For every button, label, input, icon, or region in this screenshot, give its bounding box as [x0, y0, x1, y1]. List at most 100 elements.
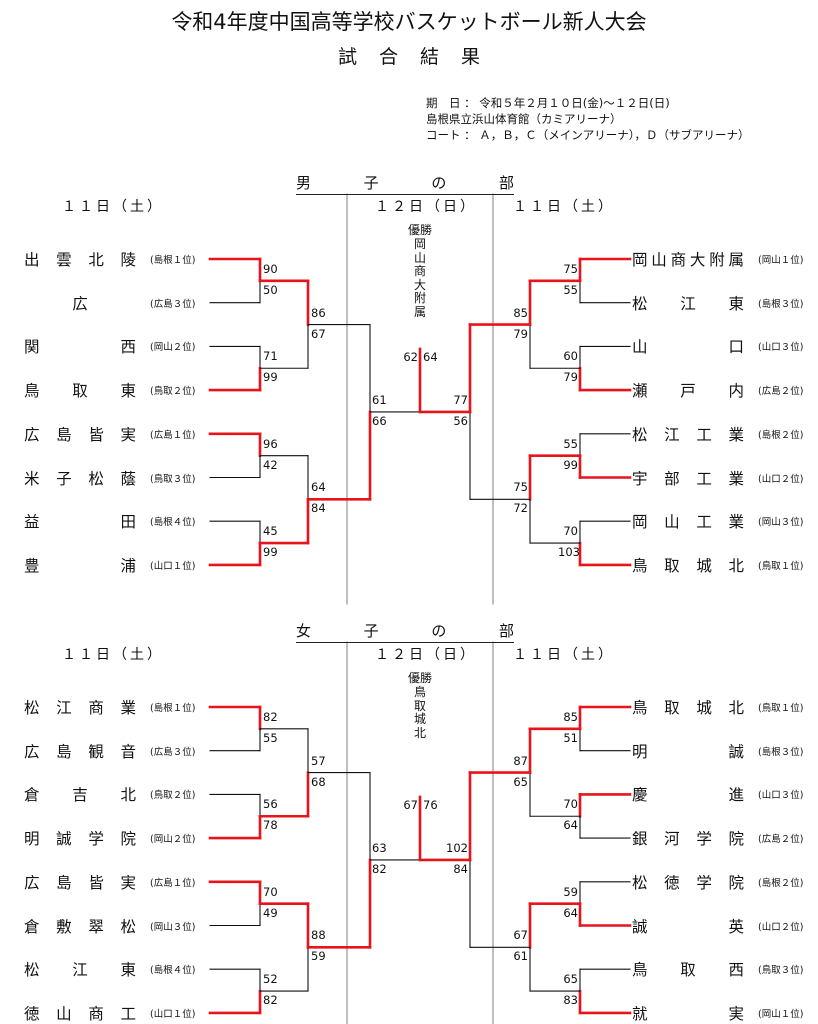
event-info: 期 日 ： 令和５年２月１０日(金)～１２日(日) 島根県立浜山体育館（カミアリ…: [426, 95, 750, 143]
team-name-char: 松: [632, 294, 648, 313]
score: 55: [263, 730, 278, 745]
event-courts: コート ： Ａ，Ｂ，Ｃ（メインアリーナ），Ｄ（サブアリーナ）: [426, 128, 750, 142]
team-name-char: 翠: [88, 917, 104, 936]
section-char: 女: [296, 622, 312, 640]
team-name-char: 江: [664, 425, 680, 444]
team-prefecture: (島根１位): [150, 255, 196, 266]
team-name-char: 河: [664, 830, 680, 849]
team-name-char: 学: [696, 830, 712, 849]
score: 75: [563, 261, 578, 276]
team-name: 鳥取城北: [632, 696, 744, 718]
team-name: 松江東: [24, 958, 136, 980]
team-name-char: 学: [88, 830, 104, 849]
women-team-left: 松江東: [24, 958, 136, 980]
score: 75: [513, 480, 528, 495]
score: 99: [563, 457, 578, 472]
team-name-char: 島: [56, 425, 72, 444]
section-char: の: [431, 622, 447, 640]
score: 64: [311, 480, 326, 495]
men-day-label: １２日（日）: [375, 199, 477, 215]
team-name-char: 明: [632, 742, 648, 761]
women-day-label: １１日（土）: [513, 647, 615, 663]
team-name-char: 業: [728, 469, 744, 488]
score: 84: [311, 501, 326, 516]
team-name-char: 倉: [24, 786, 40, 805]
team-name-char: 徳: [24, 1004, 40, 1023]
team-name-char: 江: [680, 294, 696, 313]
men-team-right: 瀬戸内: [632, 379, 744, 401]
score: 52: [263, 972, 278, 987]
team-prefecture: (鳥取１位): [758, 703, 804, 714]
score: 67: [513, 928, 528, 943]
team-name-char: 属: [728, 251, 744, 269]
team-name: 鳥取城北: [632, 554, 744, 576]
team-name: 明誠学院: [24, 827, 136, 849]
team-name-char: 江: [72, 961, 88, 980]
team-name-char: 鳥: [632, 556, 648, 575]
team-name: 徳山商工: [24, 1002, 136, 1024]
score: 96: [263, 436, 278, 451]
team-prefecture: (広島１位): [150, 429, 196, 441]
team-name-char: 部: [664, 469, 680, 488]
team-name: 松江東: [632, 292, 744, 314]
score: 64: [423, 349, 438, 364]
team-name-char: 内: [728, 382, 744, 401]
team-prefecture: (広島２位): [758, 386, 804, 398]
team-name-char: 取: [72, 382, 88, 401]
team-prefecture: (岡山２位): [150, 342, 196, 354]
women-team-right: 慶進: [632, 783, 744, 805]
team-prefecture: (鳥取２位): [150, 790, 196, 802]
men-team-left: 益田: [24, 510, 136, 532]
score: 82: [372, 861, 387, 876]
team-name-char: 商: [88, 699, 104, 717]
team-name-char: 陵: [120, 251, 136, 269]
score: 59: [563, 884, 578, 899]
team-name-char: 岡: [632, 251, 648, 269]
score: 78: [263, 818, 278, 833]
team-name-char: 院: [120, 830, 136, 849]
score: 102: [446, 840, 468, 855]
team-name-char: 誠: [56, 830, 72, 849]
team-name: 松江商業: [24, 696, 136, 718]
men-team-right: 宇部工業: [632, 467, 744, 489]
score: 49: [263, 905, 278, 920]
women-team-right: 松徳学院: [632, 871, 744, 893]
team-name-char: 江: [56, 699, 72, 717]
women-team-left: 明誠学院: [24, 827, 136, 849]
team-prefecture: (島根４位): [150, 517, 196, 529]
team-name-char: 実: [728, 1004, 744, 1023]
team-prefecture: (広島２位): [758, 834, 804, 846]
team-name-char: 広: [72, 294, 88, 313]
team-name-char: 鳥: [632, 699, 648, 717]
score: 61: [513, 949, 528, 964]
score: 84: [453, 861, 468, 876]
team-prefecture: (広島１位): [150, 877, 196, 889]
women-team-left: 倉敷翠松: [24, 915, 136, 937]
women-section-header: 女子の部: [296, 620, 514, 643]
team-name-char: 東: [728, 294, 744, 313]
team-name: 銀河学院: [632, 827, 744, 849]
score: 72: [513, 501, 528, 516]
team-name: 岡山工業: [632, 510, 744, 532]
team-name-char: 山: [664, 513, 680, 532]
team-name-char: 工: [696, 425, 712, 444]
team-name: 広: [24, 292, 136, 314]
team-name-char: 業: [120, 699, 136, 717]
team-name-char: 英: [728, 917, 744, 936]
team-name-char: 進: [728, 786, 744, 805]
team-prefecture: (島根４位): [150, 965, 196, 977]
team-name-char: 学: [696, 873, 712, 892]
score: 86: [311, 305, 326, 320]
section-char: 子: [363, 622, 379, 640]
team-name: 関西: [24, 335, 136, 357]
score: 45: [263, 524, 278, 539]
score: 51: [563, 730, 578, 745]
score: 71: [263, 349, 278, 364]
team-name-char: 城: [696, 699, 712, 717]
team-name-char: 実: [120, 425, 136, 444]
men-team-right: 松江工業: [632, 423, 744, 445]
team-name-char: 実: [120, 873, 136, 892]
men-team-right: 岡山商大附属: [632, 248, 744, 270]
score: 70: [563, 524, 578, 539]
